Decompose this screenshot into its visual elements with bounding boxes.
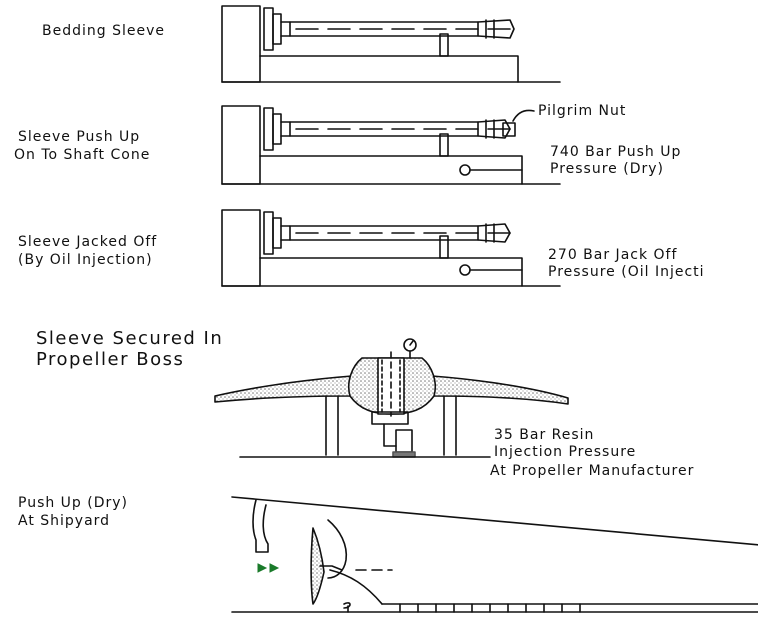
jacked-off-label-line2: (By Oil Injection) (18, 252, 153, 268)
resin-pressure-line2: Injection Pressure (494, 444, 637, 460)
arrow-right-icon (270, 564, 278, 572)
push-up-label-line1: Sleeve Push Up (18, 129, 141, 145)
pilgrim-nut-callout: Pilgrim Nut (538, 103, 627, 119)
bedding-sleeve-rig (222, 6, 560, 82)
resin-pressure-line3: At Propeller Manufacturer (490, 463, 695, 479)
shipyard-label-line1: Push Up (Dry) (18, 495, 129, 511)
shipyard-label-line2: At Shipyard (18, 513, 111, 529)
push-up-label-line2: On To Shaft Cone (14, 147, 151, 163)
arrow-right-icon (258, 564, 266, 572)
propeller-boss-assembly (215, 339, 568, 457)
hull-line (232, 497, 758, 545)
secured-label-line1: Sleeve Secured In (36, 328, 224, 349)
propeller-blade-left (215, 376, 352, 402)
push-direction-arrows (258, 564, 278, 572)
resin-pressure-line1: 35 Bar Resin (494, 427, 595, 443)
propeller-blade-right (432, 376, 568, 404)
pressure-gauge-port (460, 165, 470, 175)
pilgrim-nut-leader-line (513, 110, 534, 121)
push-up-pressure-line1: 740 Bar Push Up (550, 144, 682, 160)
secured-label-line2: Propeller Boss (36, 349, 185, 370)
jack-off-pressure-line2: Pressure (Oil Injecti (548, 264, 705, 280)
resin-pump (396, 430, 412, 452)
shipyard-propeller (311, 528, 324, 604)
jacked-off-rig (222, 210, 560, 286)
jacked-off-label-line1: Sleeve Jacked Off (18, 234, 158, 250)
push-up-pressure-line2: Pressure (Dry) (550, 161, 664, 177)
jack-off-pressure-line1: 270 Bar Jack Off (548, 247, 678, 263)
push-up-rig (222, 106, 560, 184)
bedding-sleeve-label: Bedding Sleeve (42, 23, 165, 39)
shipyard-stern-view (232, 497, 758, 612)
rig-end-block (222, 6, 260, 82)
